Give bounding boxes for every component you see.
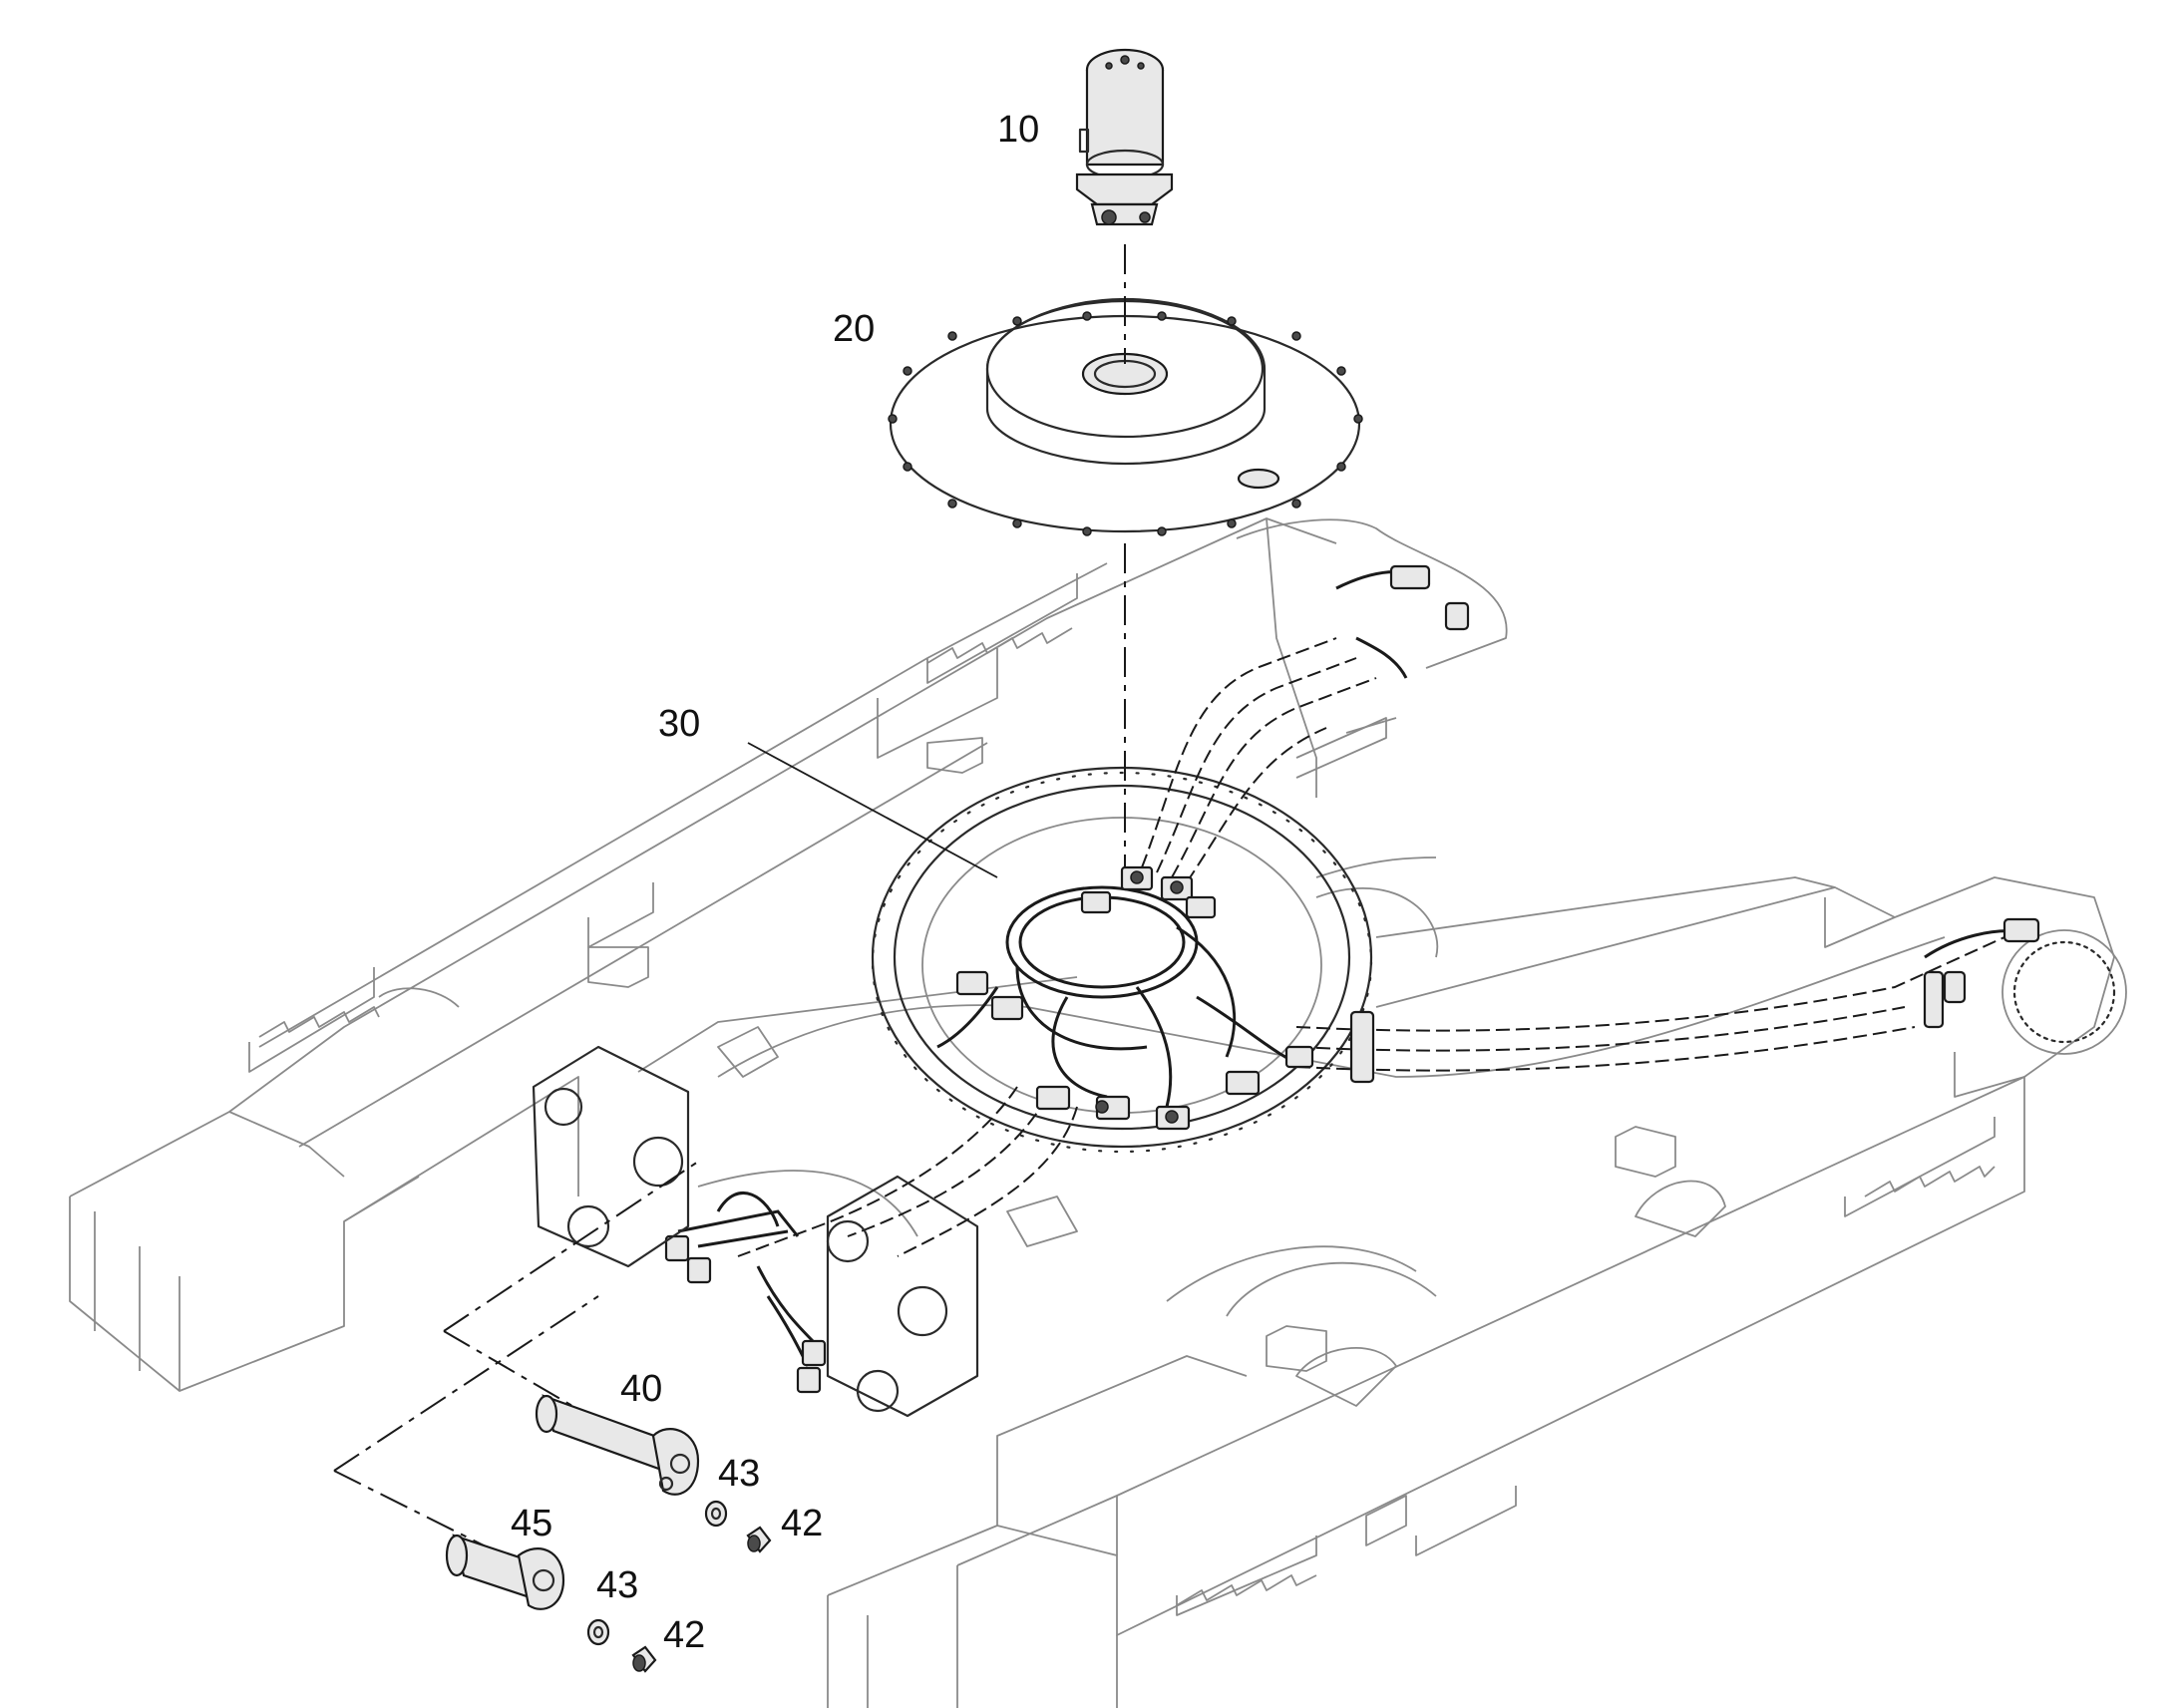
undercarriage-frame bbox=[69, 517, 2127, 1708]
callout-42-upper: 42 bbox=[781, 1503, 823, 1544]
washer-part-43-upper bbox=[704, 1500, 728, 1528]
mounting-brackets bbox=[532, 1045, 979, 1418]
rotary-joint-part-10 bbox=[1075, 48, 1174, 226]
callout-20: 20 bbox=[833, 308, 875, 350]
callout-43-lower: 43 bbox=[596, 1564, 638, 1606]
hydraulic-hoses bbox=[737, 637, 2005, 1257]
slew-ring bbox=[871, 766, 1373, 1154]
bolt-part-42-upper bbox=[746, 1526, 772, 1553]
cover-plate-part-20 bbox=[888, 297, 1363, 536]
callout-43-upper: 43 bbox=[718, 1453, 760, 1495]
callout-45: 45 bbox=[511, 1503, 552, 1544]
pin-part-40 bbox=[535, 1394, 700, 1496]
callout-40: 40 bbox=[620, 1368, 662, 1410]
callout-10: 10 bbox=[997, 109, 1039, 151]
pin-part-45 bbox=[445, 1534, 565, 1610]
leader-line-30 bbox=[747, 742, 998, 878]
washer-part-43-lower bbox=[586, 1618, 610, 1646]
swivel-hose-bundle bbox=[936, 865, 1945, 1131]
callout-30: 30 bbox=[658, 703, 700, 745]
bolt-part-42-lower bbox=[631, 1645, 657, 1673]
callout-42-lower: 42 bbox=[663, 1614, 705, 1656]
assembly-centerlines bbox=[333, 244, 1126, 1556]
travel-motor-hoses bbox=[664, 564, 2040, 1394]
